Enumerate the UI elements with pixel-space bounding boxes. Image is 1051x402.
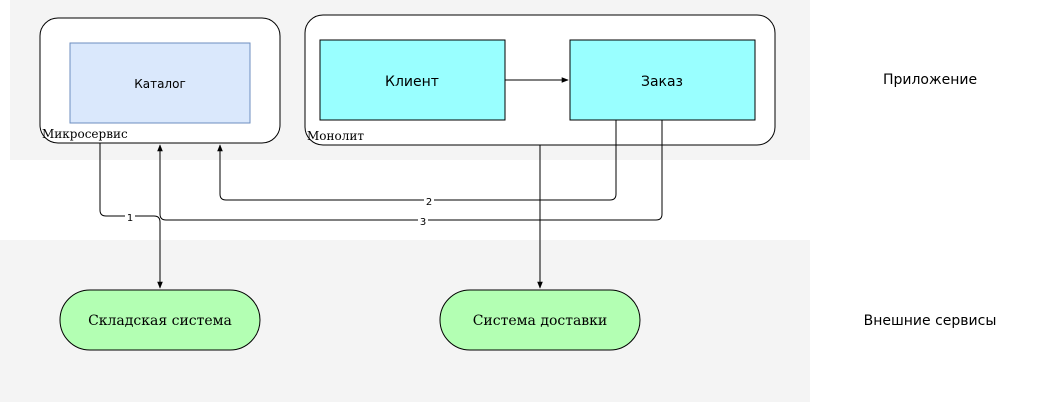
edge-2-label-bg xyxy=(424,195,434,206)
client-label: Клиент xyxy=(385,74,439,90)
monolith-label: Монолит xyxy=(307,129,364,143)
lane-application-label: Приложение xyxy=(883,72,977,88)
edge-1-label: 1 xyxy=(127,213,133,224)
order-label: Заказ xyxy=(641,74,683,90)
order-node[interactable] xyxy=(569,39,756,121)
edge-3-label: 3 xyxy=(420,217,426,228)
edge-1-label-bg xyxy=(125,211,135,222)
edge-3-order-to-catalog xyxy=(157,120,663,221)
edge-3-label-bg xyxy=(418,215,428,226)
catalog-node[interactable] xyxy=(69,42,251,124)
warehouse-label: Складская система xyxy=(88,313,232,329)
warehouse-node[interactable] xyxy=(59,289,261,351)
edge-2-order-to-catalog xyxy=(217,120,617,201)
lane-external-label: Внешние сервисы xyxy=(864,313,997,329)
delivery-label: Система доставки xyxy=(473,313,608,329)
delivery-node[interactable] xyxy=(439,289,641,351)
catalog-label: Каталог xyxy=(134,77,186,91)
microservice-label: Микросервис xyxy=(42,127,128,141)
edge-2-label: 2 xyxy=(426,197,432,208)
client-node[interactable] xyxy=(319,39,506,121)
